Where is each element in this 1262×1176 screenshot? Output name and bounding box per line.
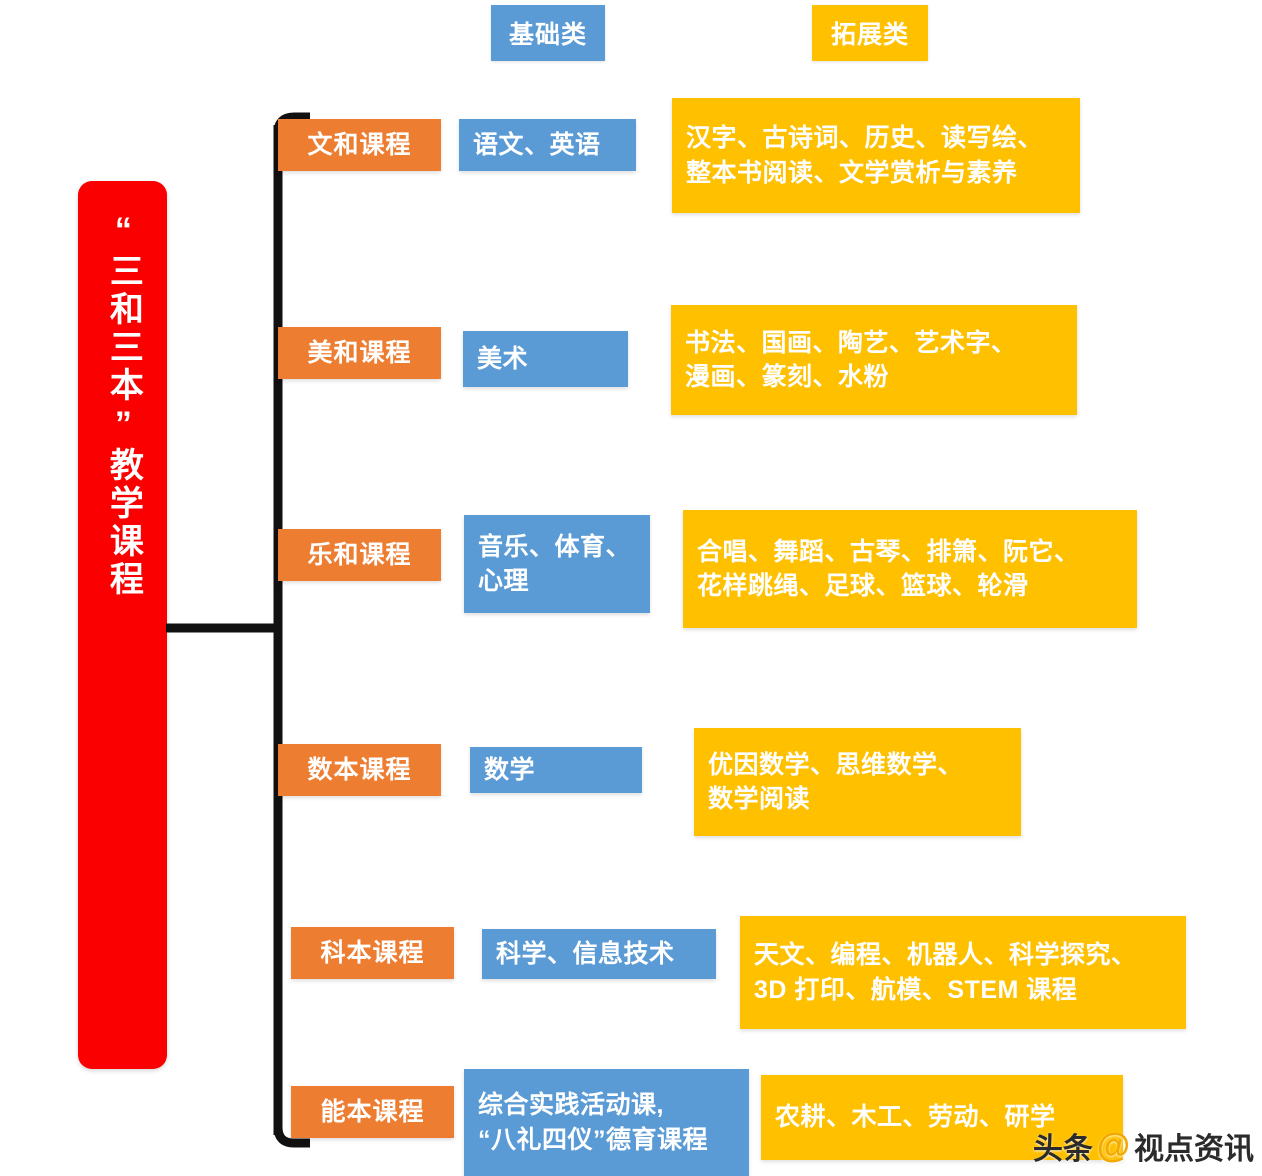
column-header-basic: 基础类 — [491, 5, 605, 61]
watermark-account-name: 视点资讯 — [1134, 1133, 1254, 1166]
extend-box-2[interactable]: 书法、国画、陶艺、艺术字、 漫画、篆刻、水粉 — [671, 305, 1077, 415]
extend-box-3[interactable]: 合唱、舞蹈、古琴、排箫、阮它、 花样跳绳、足球、篮球、轮滑 — [683, 510, 1137, 628]
watermark: 头条 @ 视点资讯 — [1033, 1124, 1254, 1168]
basic-box-2[interactable]: 美术 — [463, 331, 628, 387]
extend-box-5[interactable]: 天文、编程、机器人、科学探究、 3D 打印、航模、STEM 课程 — [740, 916, 1186, 1029]
category-box-2[interactable]: 美和课程 — [278, 327, 441, 379]
basic-box-6[interactable]: 综合实践活动课, “八礼四仪”德育课程 — [464, 1069, 749, 1176]
extend-box-1[interactable]: 汉字、古诗词、历史、读写绘、 整本书阅读、文学赏析与素养 — [672, 98, 1080, 213]
category-box-3[interactable]: 乐和课程 — [278, 529, 441, 581]
column-header-extend: 拓展类 — [812, 5, 928, 61]
category-box-6[interactable]: 能本课程 — [291, 1086, 454, 1138]
trunk-root-node: “三和三本”教学课程 — [78, 181, 167, 1069]
trunk-label: “三和三本”教学课程 — [104, 211, 143, 599]
watermark-brand: 头条 — [1032, 1133, 1093, 1166]
basic-box-3[interactable]: 音乐、体育、 心理 — [464, 515, 650, 613]
category-box-5[interactable]: 科本课程 — [291, 927, 454, 979]
extend-box-4[interactable]: 优因数学、思维数学、 数学阅读 — [694, 728, 1021, 836]
at-sign-icon: @ — [1096, 1127, 1130, 1165]
category-box-4[interactable]: 数本课程 — [278, 744, 441, 796]
extend-box-6[interactable]: 农耕、木工、劳动、研学 — [761, 1075, 1123, 1160]
basic-box-5[interactable]: 科学、信息技术 — [482, 929, 716, 979]
basic-box-1[interactable]: 语文、英语 — [459, 119, 636, 171]
category-box-1[interactable]: 文和课程 — [278, 119, 441, 171]
basic-box-4[interactable]: 数学 — [470, 747, 642, 793]
bracket-connector — [166, 112, 310, 1148]
